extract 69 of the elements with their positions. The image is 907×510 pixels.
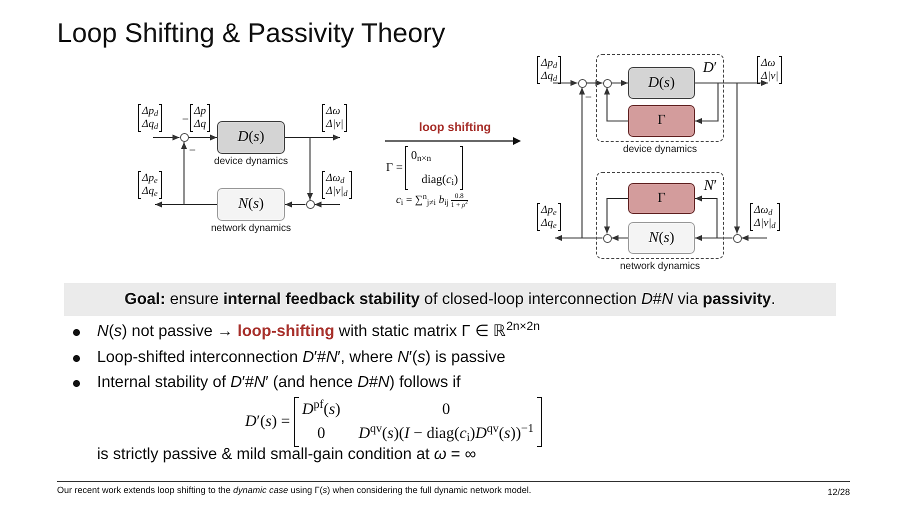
signal-vector: Δω$_{d}$ Δ|v|$_{d}$ — [322, 171, 352, 199]
block-box — [628, 222, 695, 254]
signal-arrow — [579, 88, 602, 239]
signal-arrow — [314, 202, 340, 208]
signal-arrow — [612, 235, 628, 241]
math-formula: Γ = — [386, 161, 403, 173]
goal-statement: Goal: ensure internal feedback stability of closed-loop interconnection D#N via passivity. — [124, 292, 776, 308]
page-number: 12/28 — [827, 487, 850, 498]
minus-sign: − — [189, 144, 196, 156]
math-formula: D$^{pf}$(s) — [302, 400, 340, 420]
signal-arrow — [285, 202, 306, 208]
summing-junction — [578, 78, 586, 88]
block-label: D(s) — [648, 76, 675, 90]
signal-vector: Δω$_{d}$ Δ|v|$_{d}$ — [750, 203, 780, 231]
caption-label: device dynamics — [623, 144, 697, 155]
math-formula: 0 — [317, 424, 326, 444]
caption-label: network dynamics — [620, 261, 700, 272]
block-label: N(s) — [238, 197, 264, 212]
signal-arrow — [612, 80, 628, 86]
block-label: N(s) — [648, 230, 674, 246]
bullet-text: Internal stability of D′#N′ (and hence D#N) follows if — [97, 373, 461, 393]
math-formula: 0 — [442, 400, 450, 420]
group-label: D′ — [702, 61, 717, 76]
signal-arrow — [553, 80, 578, 86]
summing-junction — [602, 234, 612, 242]
signal-vector: Δp$_{e}$ Δq$_{e}$ — [537, 203, 561, 231]
signal-vector: Δω Δ|v| — [322, 104, 348, 132]
group-label: N′ — [704, 179, 717, 194]
block-label: Γ — [657, 114, 666, 128]
math-formula: 0$_{n×n}$ — [411, 149, 432, 161]
summing-junction — [732, 234, 742, 242]
bullet-text: N(s) not passive → loop-shifting with static matrix Γ ∈ ℝ$^{2n×2n}$ — [97, 321, 540, 342]
signal-arrow — [153, 134, 180, 140]
math-formula: D′(s) = — [245, 414, 290, 430]
block-label: Γ — [657, 192, 666, 206]
minus-sign: − — [585, 91, 592, 103]
math-formula: diag(c$_{i}$) — [422, 173, 458, 185]
gain-block-box — [628, 105, 695, 137]
footnote: Our recent work extends loop shifting to the dynamic case using Γ(s) when considering the full dynamic network model. — [57, 485, 532, 496]
signal-arrow — [188, 134, 217, 140]
bullet-text: is strictly passive & mild small-gain condition at ω = ∞ — [97, 445, 476, 465]
gain-block-box — [628, 183, 695, 214]
signal-arrow — [695, 82, 719, 124]
transform-label: loop shifting — [419, 121, 491, 133]
block-box — [628, 67, 695, 99]
math-formula: c$_{i}$ = ∑$^{n}$$_{j≠i}$ b$_{ij}$ — [396, 195, 449, 206]
signal-arrow — [695, 196, 732, 239]
bullet-text: Loop-shifted interconnection D′#N′, where N′(s) is passive — [97, 348, 506, 368]
summing-junction — [602, 78, 612, 88]
signal-arrow — [181, 142, 217, 206]
summing-junction — [306, 200, 314, 209]
block-label: D(s) — [238, 130, 264, 145]
caption-label: device dynamics — [214, 156, 288, 167]
minus-sign: − — [182, 113, 189, 125]
signal-arrow — [604, 88, 628, 122]
signal-arrow — [604, 198, 628, 234]
signal-arrow — [742, 235, 767, 241]
signal-vector: Δp$_{e}$ Δq$_{e}$ — [138, 171, 162, 199]
signal-arrow — [695, 82, 740, 234]
signal-vector: Δp$_{d}$ Δq$_{d}$ — [138, 104, 162, 132]
signal-arrow — [586, 80, 602, 86]
summing-junction — [180, 133, 188, 142]
signal-vector: Δω Δ|v| — [757, 56, 782, 84]
signal-arrow — [285, 136, 313, 200]
caption-label: network dynamics — [210, 223, 292, 234]
signal-vector: Δp$_{d}$ Δq$_{d}$ — [537, 56, 562, 84]
slide-title: Loop Shifting & Passivity Theory — [57, 20, 446, 47]
math-formula: D$^{qv}$(s)(I − diag(c$_{i}$)D$^{qv}$(s))$^{−1}$ — [358, 424, 534, 444]
signal-vector: Δp Δq — [190, 104, 210, 132]
